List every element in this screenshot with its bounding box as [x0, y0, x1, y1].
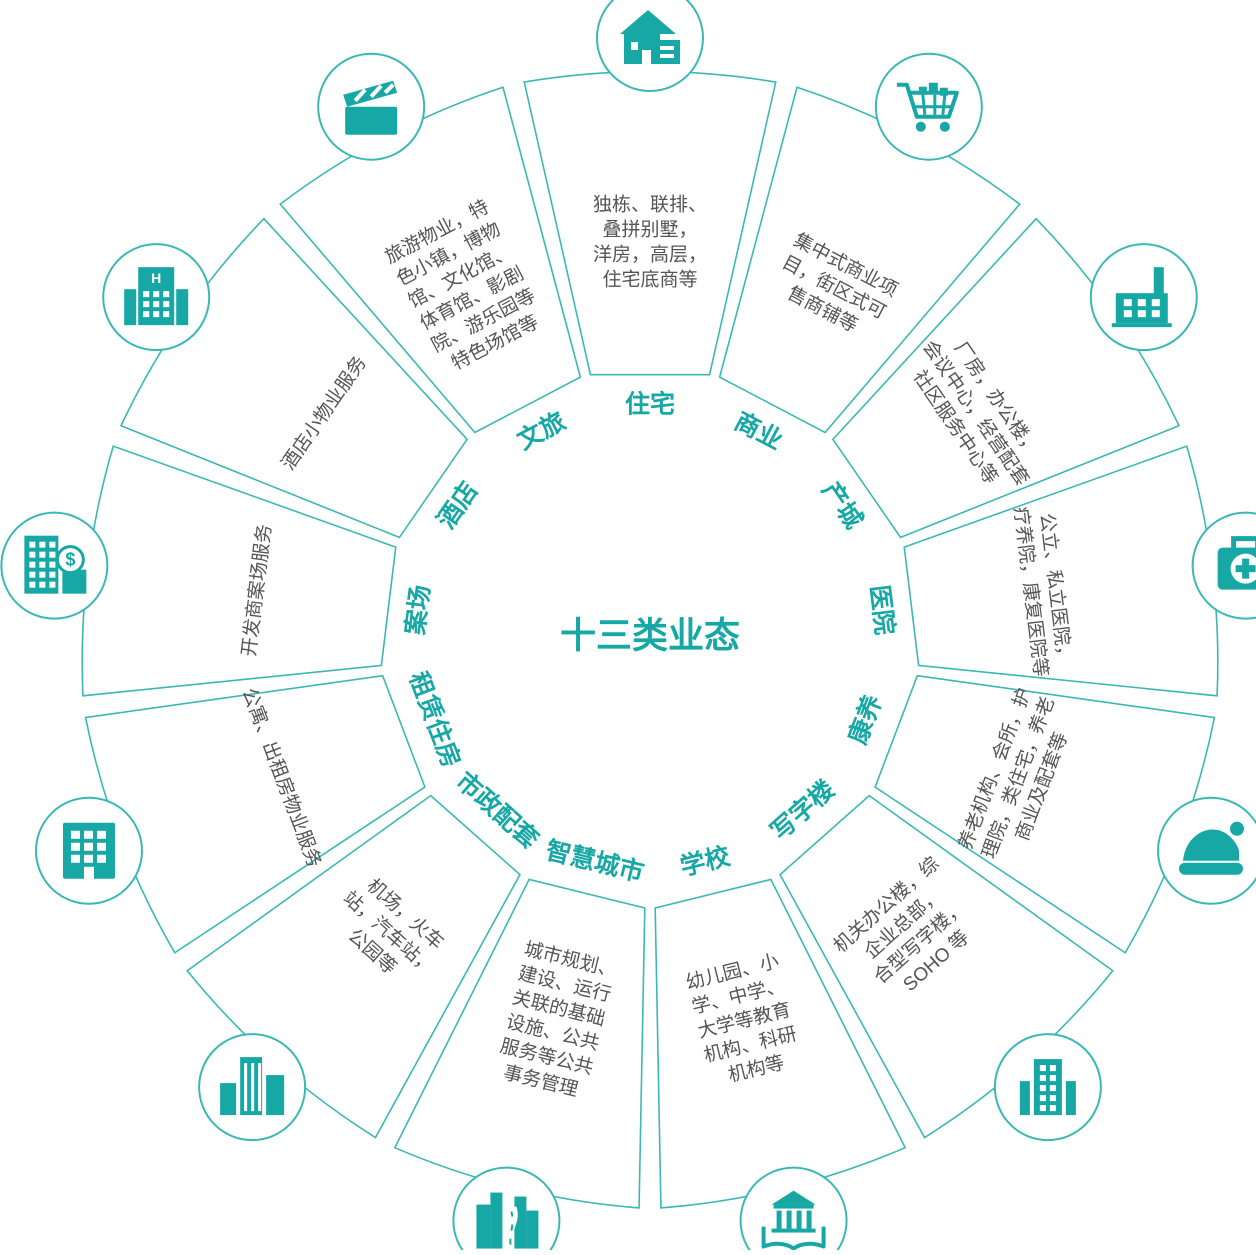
category-label: 商业 — [730, 406, 788, 455]
center-title: 十三类业态 — [560, 615, 740, 656]
description-line: 叠拼别墅， — [602, 219, 697, 241]
category-label: 文旅 — [512, 406, 570, 455]
category-label: 案场 — [400, 583, 435, 637]
description-block: 独栋、联排、叠拼别墅， 洋房，高层， 住宅底商等 — [593, 194, 707, 291]
category-label: 产城 — [816, 477, 867, 534]
first-aid-kit-icon — [1191, 511, 1256, 620]
description-line: 独栋、联排、 — [593, 194, 707, 216]
svg-text:$: $ — [65, 550, 75, 570]
description-line: 住宅底商等 — [602, 269, 697, 291]
apartment-building-icon — [34, 796, 143, 905]
hotel-icon: H — [102, 243, 211, 352]
segment-1: 住宅 独栋、联排、叠拼别墅， 洋房，高层， 住宅底商等 — [523, 70, 777, 419]
building-dollar-icon: $ — [0, 511, 109, 620]
clapperboard-icon — [317, 52, 426, 161]
segments-layer: 住宅 独栋、联排、叠拼别墅， 洋房，高层， 住宅底商等商业集中式商业项目，街区式可售商… — [81, 70, 1219, 1209]
description-line: 洋房，高层， — [593, 244, 707, 266]
factory-icon — [1089, 243, 1198, 352]
office-tower-icon — [993, 1033, 1102, 1142]
city-buildings-icon — [198, 1033, 307, 1142]
school-book-icon — [739, 1166, 848, 1255]
category-label: 医院 — [865, 583, 900, 636]
smart-city-road-icon — [452, 1166, 561, 1255]
segment-4: 医院公立、私立医院，疗养院，康复医院等 — [865, 445, 1219, 697]
shopping-cart-icon — [874, 52, 983, 161]
santa-hat-icon — [1157, 796, 1256, 905]
house-icon — [596, 0, 704, 92]
svg-text:H: H — [151, 270, 161, 286]
category-label: 学校 — [677, 841, 733, 881]
segment-5: 康养养老机构、会所，护理院，类住宅，养老商业及配套等 — [843, 674, 1216, 954]
category-label: 智慧城市 — [543, 835, 647, 887]
category-label: 酒店 — [432, 477, 483, 534]
category-label: 康养 — [843, 691, 888, 748]
category-label: 住宅 — [625, 390, 675, 419]
